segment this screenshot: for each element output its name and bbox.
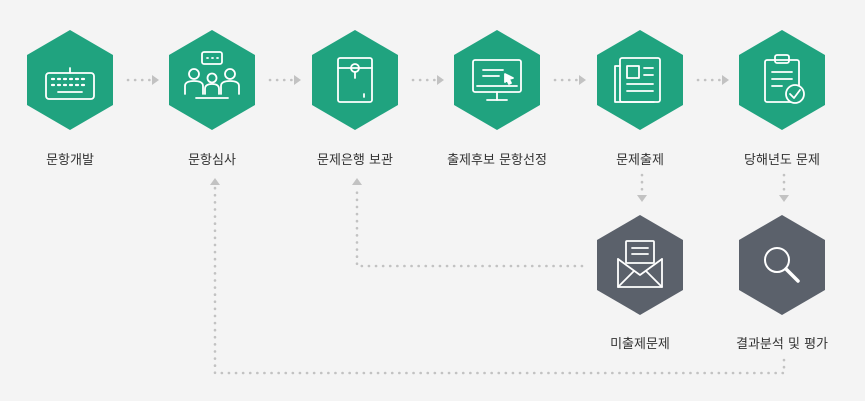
substep-unissued xyxy=(597,215,683,315)
connectors xyxy=(126,78,786,375)
connector-unissued-bank xyxy=(355,186,584,268)
envelope-storage-icon xyxy=(337,57,373,103)
arrow-right-1 xyxy=(152,75,159,85)
monitor-cursor-icon xyxy=(472,59,522,101)
arrow-down-5 xyxy=(637,195,647,202)
arrow-right-2 xyxy=(294,75,301,85)
arrow-down-6 xyxy=(779,195,789,202)
mail-open-icon xyxy=(617,240,663,288)
arrow-up-bank xyxy=(352,178,362,185)
magnifier-icon xyxy=(764,247,800,283)
step-label-current: 당해년도 문제 xyxy=(744,153,820,168)
clipboard-check-icon xyxy=(764,54,805,104)
step-label-issue: 문제출제 xyxy=(616,153,664,168)
document-icon xyxy=(614,57,661,103)
step-label-review: 문항심사 xyxy=(188,153,236,168)
step-review xyxy=(169,30,255,130)
connector-analysis-review xyxy=(213,186,786,375)
keyboard-icon xyxy=(45,67,95,100)
arrowheads xyxy=(152,75,789,202)
arrow-right-4 xyxy=(579,75,586,85)
arrow-up-review xyxy=(210,178,220,185)
substep-label-analysis: 결과분석 및 평가 xyxy=(736,337,828,352)
step-label-selection: 출제후보 문항선정 xyxy=(447,153,547,168)
step-bank xyxy=(312,30,398,130)
meeting-icon xyxy=(184,51,240,99)
step-issue xyxy=(597,30,683,130)
substep-label-unissued: 미출제문제 xyxy=(610,337,670,352)
step-current xyxy=(739,30,825,130)
arrow-right-3 xyxy=(437,75,444,85)
substep-analysis xyxy=(739,215,825,315)
step-selection xyxy=(454,30,540,130)
step-label-development: 문항개발 xyxy=(46,153,94,168)
step-development xyxy=(27,30,113,130)
step-label-bank: 문제은행 보관 xyxy=(317,153,393,168)
arrow-right-5 xyxy=(722,75,729,85)
